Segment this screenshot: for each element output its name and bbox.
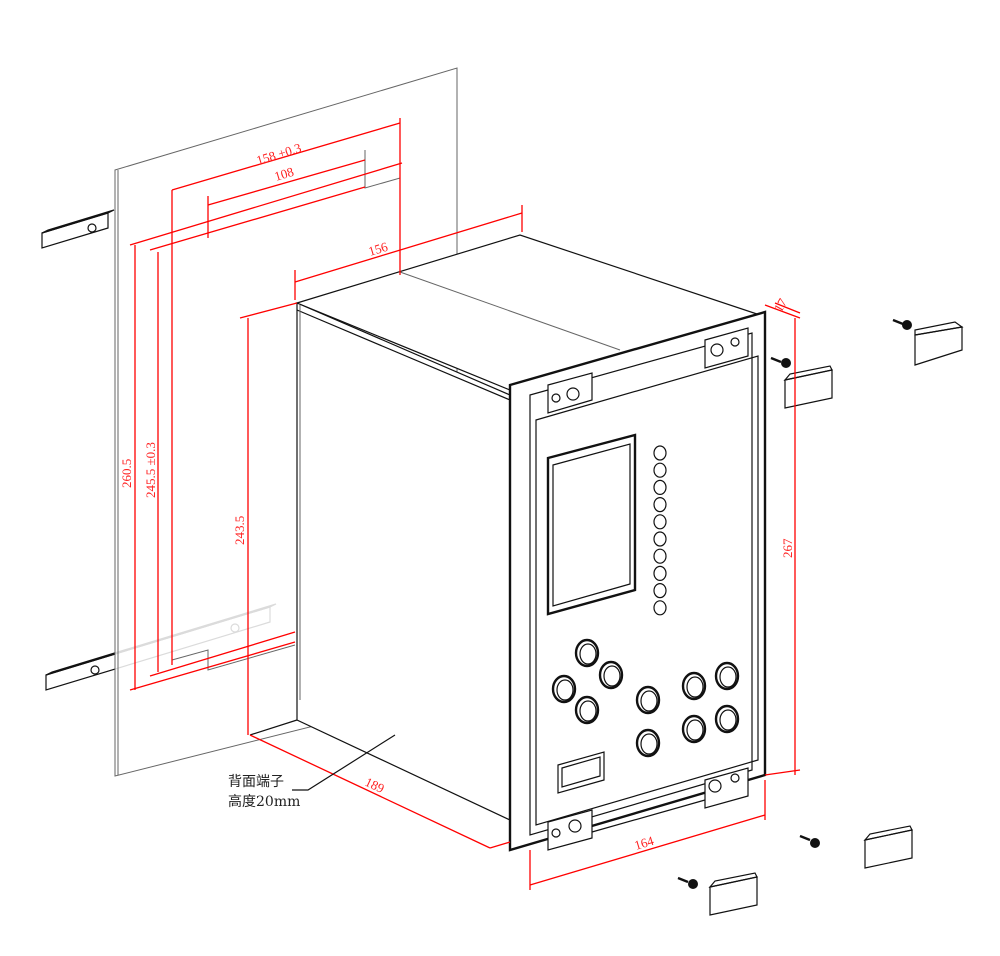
- led-indicator: [653, 565, 667, 582]
- dim-front-width: 164: [632, 833, 656, 853]
- dim-panel-height: 260.5: [119, 459, 134, 488]
- keypad-button[interactable]: [681, 714, 707, 744]
- keypad-button-inner: [556, 679, 574, 701]
- keypad-button-inner: [640, 733, 658, 755]
- keypad-button-inner: [579, 700, 597, 722]
- led-indicator: [653, 445, 667, 461]
- dim-cutout-height: 245.5 ±0.3: [143, 442, 158, 498]
- keypad-button[interactable]: [598, 660, 624, 690]
- keypad-button-inner: [579, 643, 597, 665]
- keypad-button-inner: [719, 709, 737, 731]
- keypad: [551, 638, 740, 758]
- led-indicator: [653, 582, 667, 599]
- keypad-button-inner: [640, 690, 658, 712]
- keypad-button[interactable]: [714, 704, 740, 734]
- led-indicator: [653, 600, 667, 616]
- keypad-button[interactable]: [635, 728, 661, 758]
- lcd-screen: [546, 433, 637, 616]
- led-indicator: [653, 479, 667, 495]
- keypad-button[interactable]: [574, 695, 600, 725]
- dim-case-height: 243.5: [232, 516, 247, 545]
- led-indicator: [653, 531, 667, 547]
- led-indicator: [653, 514, 667, 530]
- mounting-bar-top: [41, 209, 115, 249]
- dim-inner-width: 108: [272, 164, 295, 184]
- note-line-2: 高度20mm: [228, 793, 300, 810]
- keypad-button[interactable]: [681, 671, 707, 701]
- keypad-button[interactable]: [635, 685, 661, 715]
- keypad-button-inner: [603, 665, 621, 687]
- dim-case-depth: 189: [363, 774, 387, 796]
- brackets: [547, 327, 749, 851]
- dim-front-height: 267: [780, 538, 795, 558]
- front-panel: [508, 310, 767, 852]
- led-indicator: [653, 548, 667, 564]
- dim-bezel-depth: 17: [771, 295, 791, 314]
- keypad-button[interactable]: [574, 638, 600, 668]
- keypad-button[interactable]: [714, 661, 740, 691]
- keypad-button-inner: [686, 719, 704, 741]
- keypad-button[interactable]: [551, 674, 577, 704]
- led-indicator: [653, 497, 667, 513]
- note-line-1: 背面端子: [228, 774, 284, 790]
- relay-case: [249, 234, 762, 821]
- led-indicator: [653, 462, 667, 478]
- usb-port: [557, 751, 605, 794]
- keypad-button-inner: [719, 666, 737, 688]
- dim-case-width: 156: [366, 239, 390, 259]
- covers-and-screws: [677, 318, 964, 916]
- keypad-button-inner: [686, 676, 704, 698]
- led-column: [653, 445, 667, 616]
- dimension-lines: [129, 118, 801, 890]
